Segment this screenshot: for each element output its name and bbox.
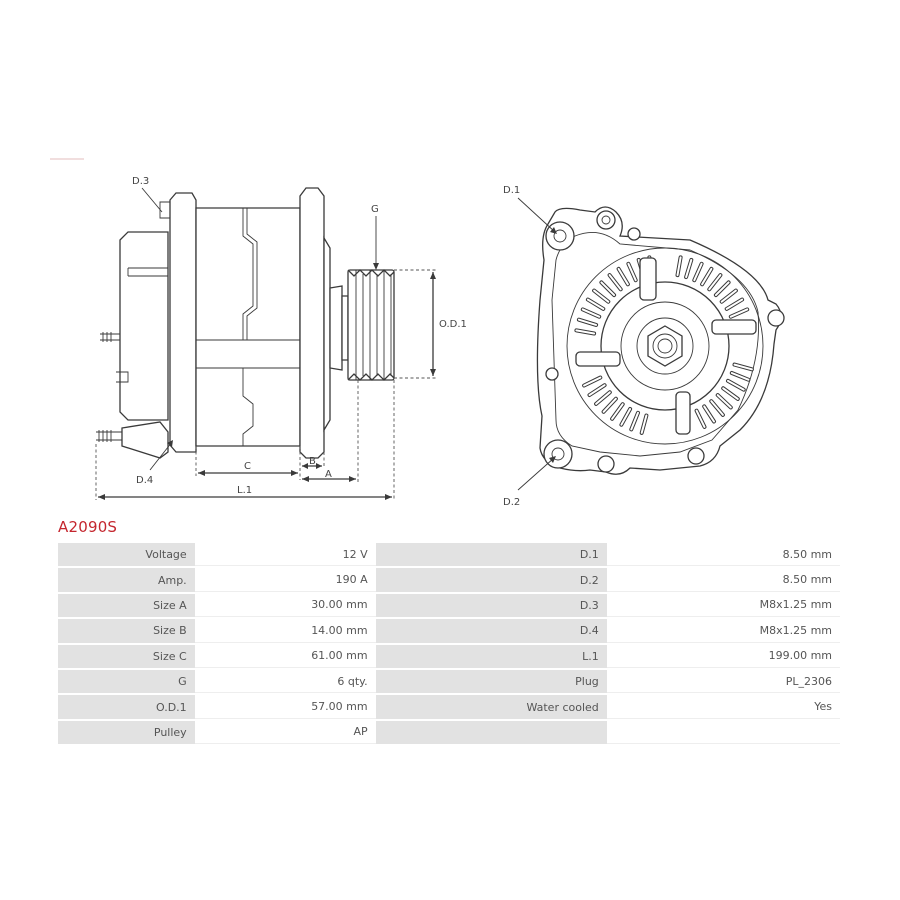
cooling-slot: [593, 289, 610, 303]
cooling-slot: [716, 394, 732, 409]
label-d4: D.4: [136, 475, 153, 486]
cooling-slot: [627, 262, 637, 282]
cooling-slot: [695, 409, 706, 428]
spec-value-2: [606, 720, 840, 745]
spec-label-2: Plug: [375, 669, 607, 694]
cooling-slot: [703, 405, 715, 423]
label-od1: O.D.1: [439, 319, 467, 330]
cooling-slot: [595, 391, 611, 405]
cooling-slot: [729, 308, 749, 318]
spec-value-2: 8.50 mm: [606, 543, 840, 567]
cooling-slot: [617, 267, 629, 286]
label-a: A: [325, 469, 332, 480]
cooling-slot: [575, 329, 596, 335]
spec-label-2: D.1: [375, 543, 607, 567]
cooling-slot: [710, 400, 724, 416]
product-code: A2090S: [58, 518, 118, 536]
spec-value: 57.00 mm: [194, 695, 376, 719]
label-c: C: [244, 461, 251, 472]
header-mark: [50, 158, 84, 160]
spec-value-2: 8.50 mm: [606, 568, 840, 592]
cooling-slot: [708, 274, 722, 291]
label-l1: L.1: [237, 485, 252, 496]
cooling-slot: [722, 387, 739, 400]
label-d3: D.3: [132, 176, 149, 187]
spec-label-2: D.3: [375, 593, 607, 618]
spec-label-2: Water cooled: [375, 695, 607, 719]
cooling-slot: [733, 363, 753, 371]
spec-value: 61.00 mm: [194, 644, 376, 668]
spec-value: 30.00 mm: [194, 593, 376, 618]
cooling-slot: [581, 308, 601, 318]
cooling-slot: [714, 281, 730, 297]
spec-label: Size B: [58, 619, 195, 643]
cooling-slot: [730, 372, 750, 381]
cooling-slot: [727, 379, 745, 391]
spec-label-2: D.4: [375, 619, 607, 643]
cooling-slot: [586, 298, 605, 310]
label-d1: D.1: [503, 185, 520, 196]
spec-value: 14.00 mm: [194, 619, 376, 643]
spec-value: 12 V: [194, 543, 376, 567]
spec-label: Pulley: [58, 720, 195, 745]
spec-value-2: PL_2306: [606, 669, 840, 694]
spec-value: AP: [194, 720, 376, 745]
cooling-slot: [608, 274, 622, 291]
cooling-slot: [693, 262, 703, 282]
cooling-slot: [630, 411, 639, 431]
spec-label-2: D.2: [375, 568, 607, 592]
spec-value-2: 199.00 mm: [606, 644, 840, 668]
cooling-slot: [588, 384, 606, 396]
cooling-slot: [602, 397, 617, 413]
cooling-slot: [676, 256, 682, 277]
label-b: B: [309, 456, 316, 467]
cooling-slot: [725, 298, 744, 310]
spec-label: Amp.: [58, 568, 195, 592]
cooling-slot: [611, 403, 624, 420]
label-d2: D.2: [503, 497, 520, 508]
spec-label: Size C: [58, 644, 195, 668]
cooling-slot: [685, 258, 693, 279]
spec-label: O.D.1: [58, 695, 195, 719]
spec-label: Size A: [58, 593, 195, 618]
cooling-slot: [577, 318, 598, 326]
cooling-slot: [701, 267, 713, 286]
spec-label: G: [58, 669, 195, 694]
cooling-slot: [720, 289, 737, 303]
spec-value: 6 qty.: [194, 669, 376, 694]
label-g: G: [371, 204, 379, 215]
alternator-drawing: D.3 G O.D.1 C B A L.1 D.4 D.1 D.2: [95, 176, 785, 508]
front-view: [517, 197, 785, 491]
spec-label: Voltage: [58, 543, 195, 567]
spec-value: 190 A: [194, 568, 376, 592]
spec-label-2: L.1: [375, 644, 607, 668]
spec-label-2: [375, 720, 607, 745]
cooling-slot: [583, 376, 602, 387]
spec-value-2: M8x1.25 mm: [606, 619, 840, 643]
cooling-slot: [640, 414, 648, 434]
spec-value-2: Yes: [606, 695, 840, 719]
spec-value-2: M8x1.25 mm: [606, 593, 840, 618]
side-view: [95, 187, 436, 500]
cooling-slot: [620, 408, 632, 426]
cooling-slot: [600, 281, 616, 297]
